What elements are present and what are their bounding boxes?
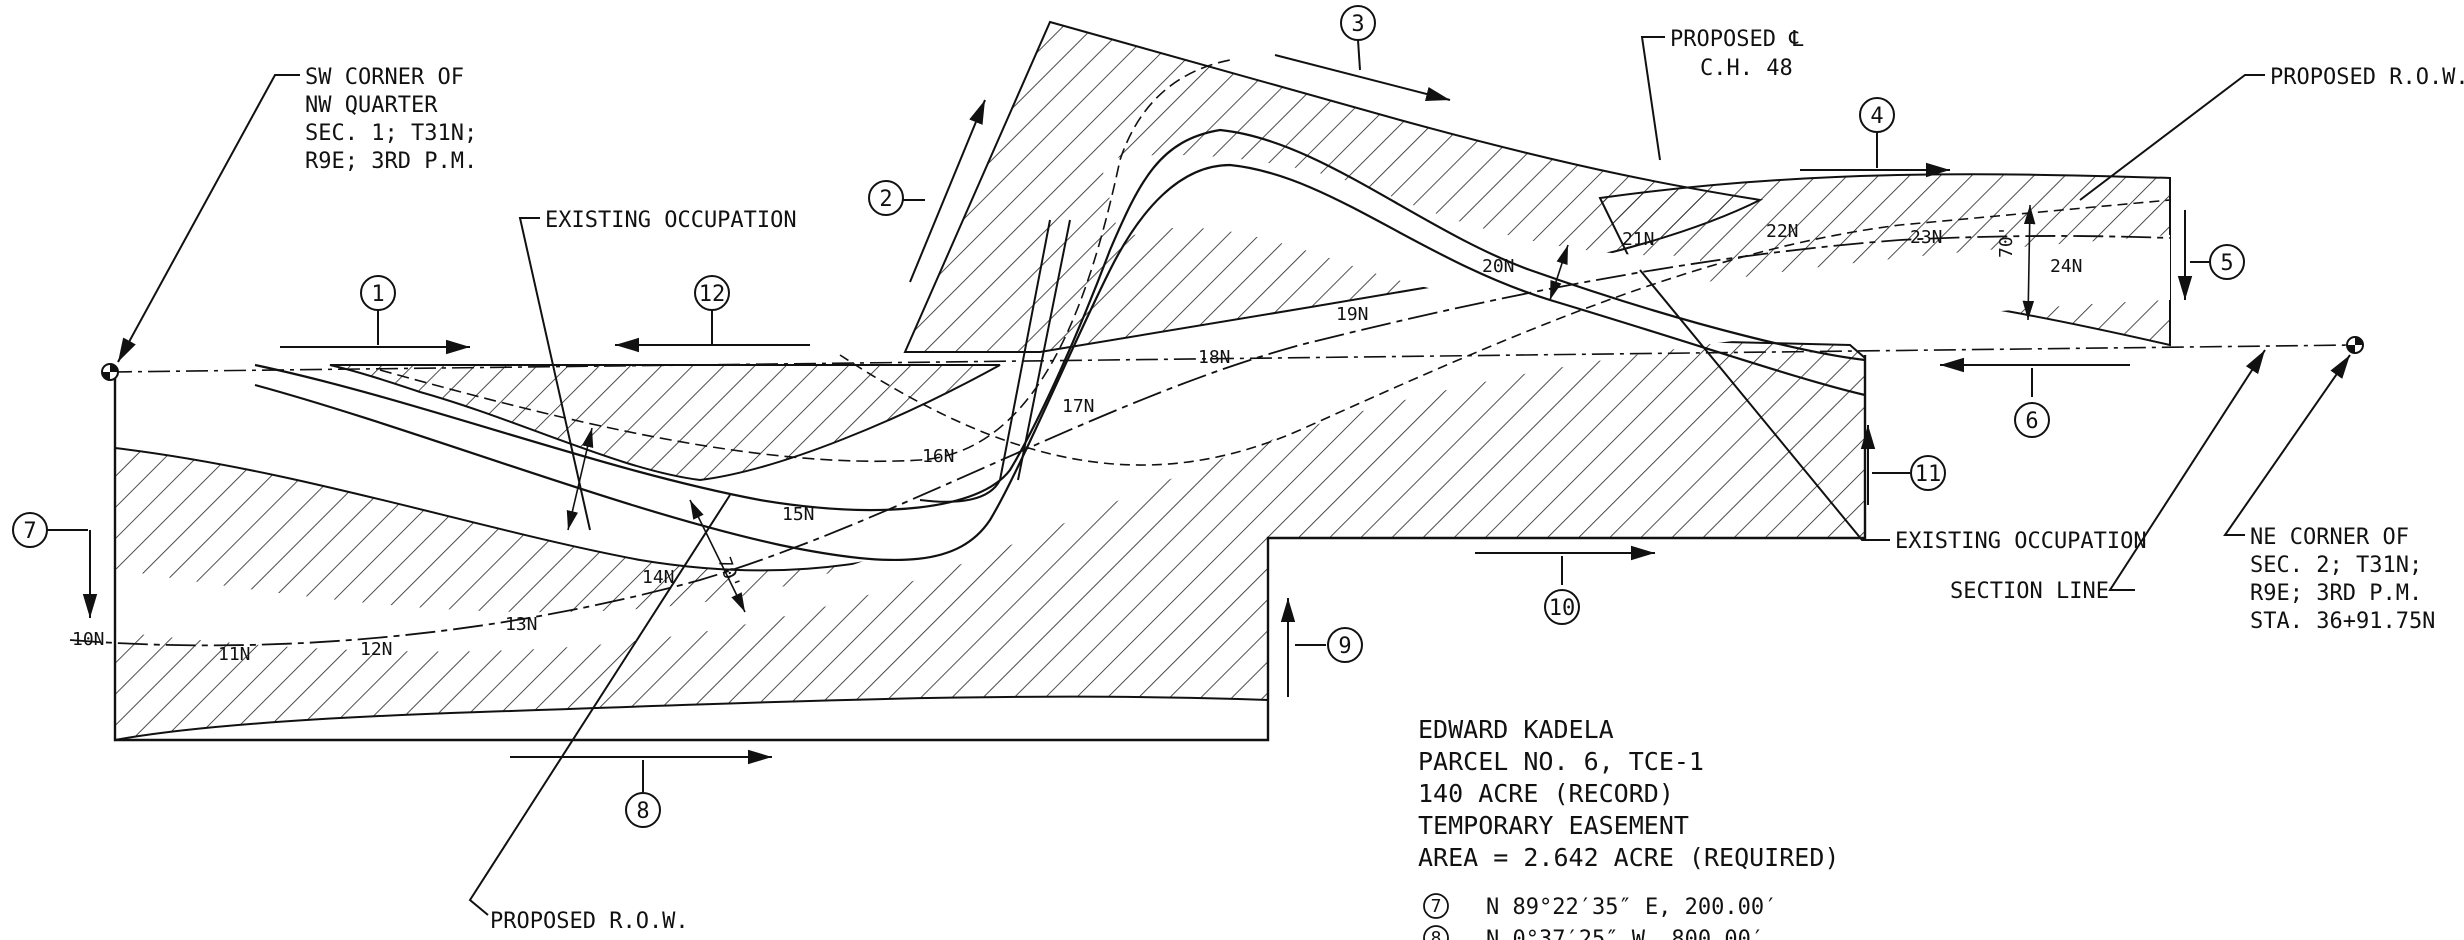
proposed-centerline-label: PROPOSED ℄ C.H. 48 [1670,27,1804,81]
svg-text:2: 2 [879,187,892,212]
station-21n: 21N [1622,229,1655,250]
parcel-owner: EDWARD KADELA [1418,715,1614,744]
svg-text:C.H. 48: C.H. 48 [1700,56,1793,81]
station-11n: 11N [218,644,251,665]
dim-70-left [689,499,746,613]
station-10n: 10N [72,629,105,650]
svg-text:1: 1 [371,282,384,307]
ne-corner-label: NE CORNER OF SEC. 2; T31N; R9E; 3RD P.M.… [2250,525,2435,634]
station-22n: 22N [1766,221,1799,242]
proposed-row-line [839,199,2171,466]
svg-text:8: 8 [1431,928,1442,940]
svg-text:7: 7 [23,519,36,544]
svg-text:SEC. 1; T31N;: SEC. 1; T31N; [305,121,477,146]
parcel-required-area: AREA = 2.642 ACRE (REQUIRED) [1418,843,1839,872]
station-24n: 24N [2050,256,2083,277]
course-1: 1 [360,275,396,311]
course-arrows [47,39,2210,792]
course-6: 6 [2014,402,2050,438]
course-12: 12 [694,275,730,311]
hatch-area-upper-left [329,364,1001,482]
station-14n: 14N [642,567,675,588]
svg-text:N 89°22′35″ E, 200.00′: N 89°22′35″ E, 200.00′ [1486,895,1777,920]
station-18n: 18N [1198,347,1231,368]
course-4: 4 [1859,97,1895,133]
tce-outline [113,355,1867,742]
svg-text:5: 5 [2220,251,2233,276]
course-3: 3 [1340,5,1376,41]
parcel-number: PARCEL NO. 6, TCE-1 [1418,747,1704,776]
course-bubbles: 1 2 3 4 5 6 7 8 9 10 11 12 [12,5,2245,828]
svg-text:NE CORNER OF: NE CORNER OF [2250,525,2409,550]
course-2: 2 [868,180,904,216]
dim-70-right [2022,204,2036,321]
parcel-record-area: 140 ACRE (RECORD) [1418,779,1674,808]
svg-text:9: 9 [1338,634,1351,659]
svg-text:R9E; 3RD P.M.: R9E; 3RD P.M. [305,149,477,174]
svg-text:8: 8 [636,799,649,824]
driveway [919,219,1071,503]
course-9: 9 [1327,627,1363,663]
dim-occ-right [1549,244,1569,301]
station-19n: 19N [1336,304,1369,325]
svg-text:11: 11 [1915,462,1942,487]
svg-text:NW QUARTER: NW QUARTER [305,93,438,118]
station-20n: 20N [1482,256,1515,277]
dim-70-right-label: 70' [1996,225,2017,258]
proposed-row-label-top: PROPOSED R.O.W. [2270,65,2464,90]
course-5: 5 [2209,244,2245,280]
course-10: 10 [1544,589,1580,625]
svg-text:SEC. 2; T31N;: SEC. 2; T31N; [2250,553,2422,578]
parcel-easement-type: TEMPORARY EASEMENT [1418,811,1689,840]
course-table: 7 N 89°22′35″ E, 200.00′ 8 N 0°37′25″ W,… [1423,893,1777,940]
station-17n: 17N [1062,396,1095,417]
existing-occupation-label-right: EXISTING OCCUPATION [1895,529,2147,554]
station-labels: 10N 11N 12N 13N 14N 15N 16N 17N 18N 19N … [72,221,2083,665]
svg-text:12: 12 [699,282,726,307]
station-12n: 12N [360,639,393,660]
course-7: 7 [12,512,48,548]
station-15n: 15N [782,504,815,525]
course-table-row: 8 N 0°37′25″ W, 800.00′ [1423,925,1764,940]
course-11: 11 [1910,455,1946,491]
existing-occupation-label-top: EXISTING OCCUPATION [545,208,797,233]
course-8: 8 [625,792,661,828]
station-23n: 23N [1910,227,1943,248]
svg-text:R9E; 3RD P.M.: R9E; 3RD P.M. [2250,581,2422,606]
svg-text:STA. 36+91.75N: STA. 36+91.75N [2250,609,2435,634]
section-line [109,344,2356,373]
svg-text:3: 3 [1351,12,1364,37]
road-edge-north [254,128,1866,512]
svg-text:PROPOSED ℄: PROPOSED ℄ [1670,27,1804,52]
station-13n: 13N [505,614,538,635]
course-table-row: 7 N 89°22′35″ E, 200.00′ [1423,893,1777,920]
section-line-label: SECTION LINE [1950,579,2109,604]
parcel-info: EDWARD KADELA PARCEL NO. 6, TCE-1 140 AC… [1418,715,1839,872]
dim-occ-left [566,427,594,531]
svg-text:7: 7 [1431,896,1442,917]
station-16n: 16N [922,446,955,467]
svg-text:10: 10 [1549,596,1576,621]
svg-text:N 0°37′25″ W, 800.00′: N 0°37′25″ W, 800.00′ [1486,927,1764,940]
corner-monuments [101,336,2364,381]
proposed-row-label-bottom: PROPOSED R.O.W. [490,909,689,934]
svg-text:SW CORNER OF: SW CORNER OF [305,65,464,90]
leader-lines [117,36,2351,916]
sw-corner-label: SW CORNER OF NW QUARTER SEC. 1; T31N; R9… [305,65,477,174]
boundary-lines [69,59,2356,742]
svg-text:6: 6 [2025,409,2038,434]
existing-occupation-line [379,59,1231,463]
svg-text:4: 4 [1870,104,1883,129]
